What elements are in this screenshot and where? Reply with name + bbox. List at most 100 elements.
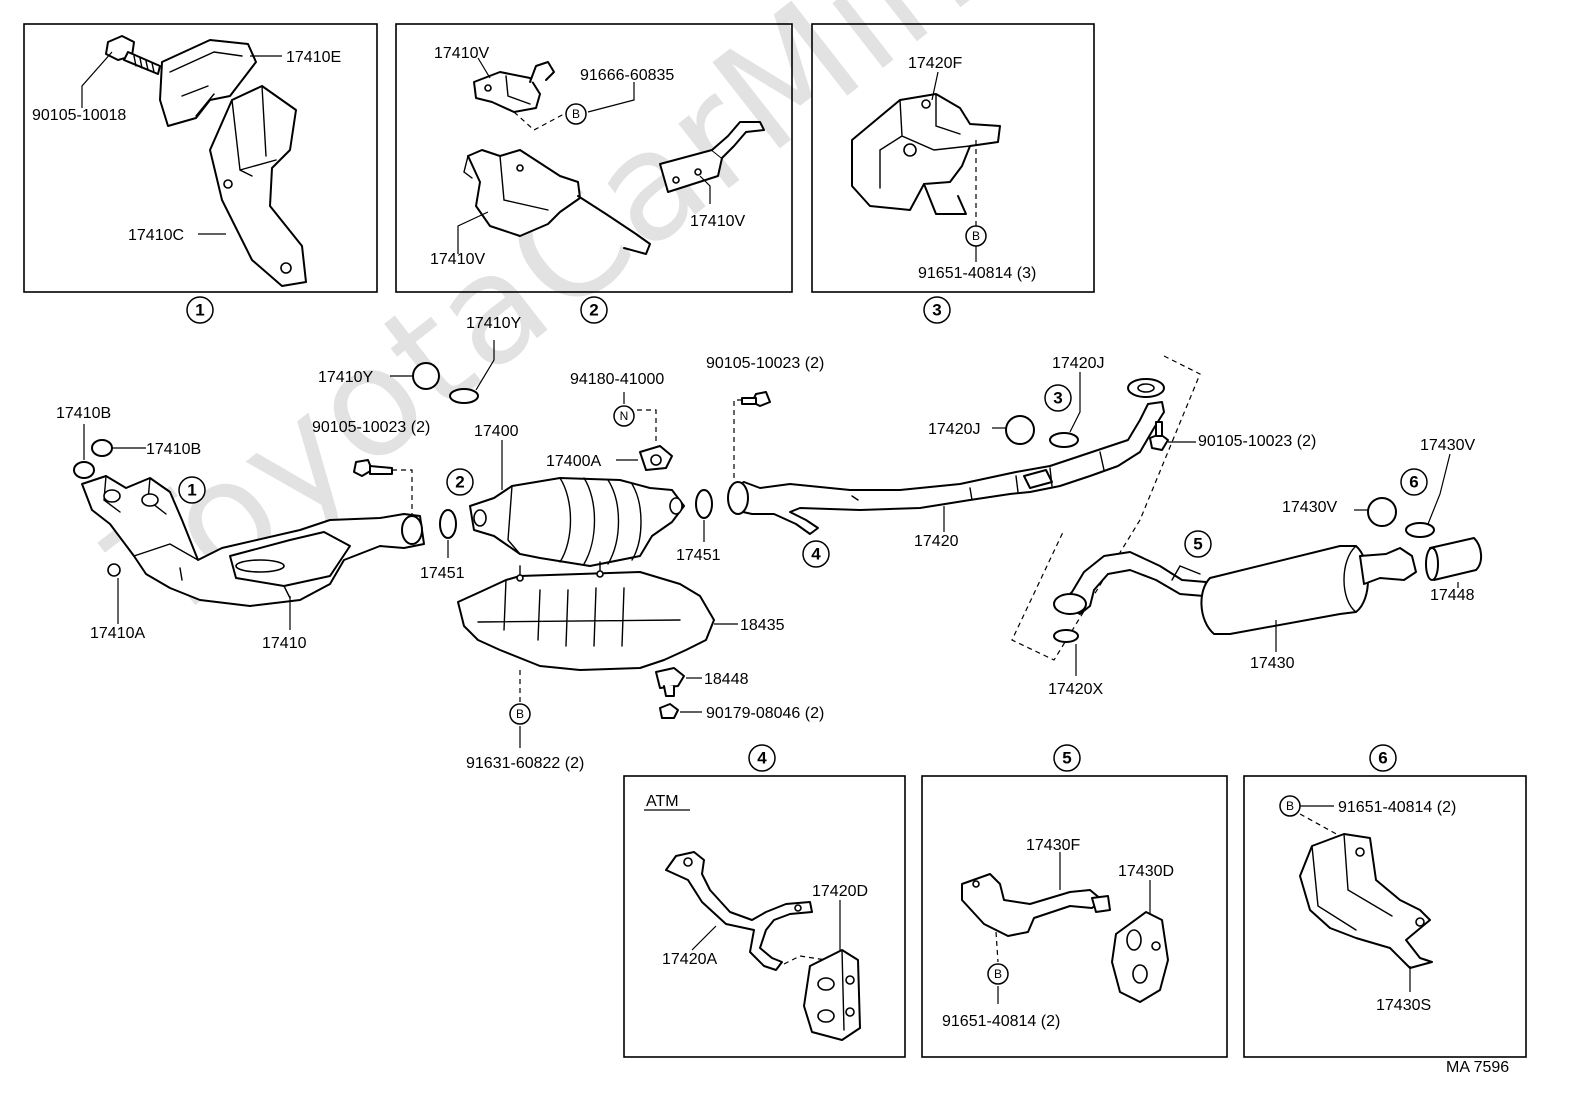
leader-17420A bbox=[691, 925, 717, 951]
gasket-17420J-b bbox=[1049, 432, 1079, 448]
bracket-17420A bbox=[665, 851, 813, 971]
gasket-17430V-a bbox=[1367, 497, 1397, 527]
bracket-17430S bbox=[1299, 833, 1433, 969]
svg-text:3: 3 bbox=[932, 301, 941, 320]
circle-number-1-top: 1 bbox=[186, 296, 214, 324]
label-17420X: 17420X bbox=[1048, 681, 1103, 698]
clamp-18448 bbox=[655, 667, 685, 697]
front-exhaust-pipe-17410 bbox=[81, 475, 425, 607]
label-17410Y-a: 17410Y bbox=[318, 369, 373, 386]
muffler-17430 bbox=[1053, 545, 1417, 635]
label-17430D: 17430D bbox=[1118, 863, 1174, 880]
leader-91666-60835 bbox=[587, 82, 635, 113]
label-91651-40814-inset6: 91651-40814 (2) bbox=[1338, 799, 1456, 816]
label-91651-40814-inset5: 91651-40814 (2) bbox=[942, 1013, 1060, 1030]
svg-text:6: 6 bbox=[1378, 749, 1387, 768]
label-17420D: 17420D bbox=[812, 883, 868, 900]
label-91651-40814-inset3: 91651-40814 (3) bbox=[918, 265, 1036, 282]
circle-number-6-main: 6 bbox=[1400, 468, 1428, 496]
label-17410C: 17410C bbox=[128, 227, 184, 244]
inset-frame-3 bbox=[811, 23, 1095, 293]
bracket-17430F bbox=[961, 873, 1111, 937]
svg-text:1: 1 bbox=[195, 301, 204, 320]
label-90105-10023-a: 90105-10023 (2) bbox=[312, 419, 430, 436]
stud-17400A bbox=[639, 445, 673, 471]
leader-17420F bbox=[931, 71, 939, 101]
label-17410A: 17410A bbox=[90, 625, 145, 642]
catalytic-converter-17400 bbox=[469, 477, 685, 567]
label-17430S: 17430S bbox=[1376, 997, 1431, 1014]
label-91666-60835: 91666-60835 bbox=[580, 67, 674, 84]
svg-text:N: N bbox=[620, 409, 629, 423]
rubber-hanger-17420D bbox=[803, 949, 861, 1041]
gasket-17410B-a bbox=[73, 461, 95, 479]
inset-frame-6 bbox=[1243, 775, 1527, 1058]
gasket-17451-b bbox=[695, 489, 713, 519]
svg-text:4: 4 bbox=[757, 749, 767, 768]
inset-frame-2 bbox=[395, 23, 793, 293]
circle-number-5-bottom: 5 bbox=[1053, 744, 1081, 772]
label-17420: 17420 bbox=[914, 533, 959, 550]
dash-17410V-bolt bbox=[513, 111, 565, 131]
inset-frame-1 bbox=[23, 23, 378, 293]
nut-90179-08046 bbox=[659, 703, 679, 719]
label-17451-b: 17451 bbox=[676, 547, 721, 564]
inset4-atm-label: ATM bbox=[646, 793, 679, 810]
gasket-17451-a bbox=[439, 509, 457, 539]
svg-text:2: 2 bbox=[455, 473, 464, 492]
bolt-90105-10023-c bbox=[1149, 421, 1169, 451]
label-17420A: 17420A bbox=[662, 951, 717, 968]
svg-text:5: 5 bbox=[1193, 535, 1202, 554]
circle-number-4-bottom: 4 bbox=[748, 744, 776, 772]
label-17410V-lower: 17410V bbox=[430, 251, 485, 268]
svg-text:B: B bbox=[516, 707, 524, 721]
circle-number-1-main: 1 bbox=[178, 476, 206, 504]
bracket-17410V-top bbox=[473, 61, 555, 113]
label-18448: 18448 bbox=[704, 671, 749, 688]
svg-text:B: B bbox=[994, 967, 1002, 981]
nut-17410A bbox=[107, 563, 121, 577]
circle-number-4-main: 4 bbox=[802, 540, 830, 568]
callout-b-inset6: B bbox=[1279, 795, 1301, 817]
label-17430V-b: 17430V bbox=[1420, 437, 1475, 454]
label-17430V-a: 17430V bbox=[1282, 499, 1337, 516]
label-90179-08046: 90179-08046 (2) bbox=[706, 705, 824, 722]
label-17410V-right: 17410V bbox=[690, 213, 745, 230]
dash-94180-41000 bbox=[623, 409, 657, 444]
label-17430F: 17430F bbox=[1026, 837, 1080, 854]
gasket-17430V-b bbox=[1405, 522, 1435, 538]
circle-number-6-bottom: 6 bbox=[1369, 744, 1397, 772]
svg-text:1: 1 bbox=[187, 481, 196, 500]
svg-text:B: B bbox=[1286, 799, 1294, 813]
label-17410V-top: 17410V bbox=[434, 45, 489, 62]
bracket-17410V-lower bbox=[463, 149, 651, 255]
label-17400: 17400 bbox=[474, 423, 519, 440]
label-17410B-a: 17410B bbox=[56, 405, 111, 422]
label-17410E: 17410E bbox=[286, 49, 341, 66]
label-91631-60822: 91631-60822 (2) bbox=[466, 755, 584, 772]
label-90105-10023-b: 90105-10023 (2) bbox=[706, 355, 824, 372]
inset-frame-4 bbox=[623, 775, 906, 1058]
dash-91651-40814-inset5 bbox=[995, 931, 999, 963]
leader-17410V-right bbox=[699, 175, 711, 204]
callout-b-inset3: B bbox=[965, 225, 987, 247]
bolt-90105-10023-b bbox=[741, 391, 771, 407]
label-18435: 18435 bbox=[740, 617, 785, 634]
tail-tip-17448 bbox=[1425, 537, 1482, 581]
bolt-90105-10018 bbox=[105, 35, 161, 75]
center-exhaust-pipe-17420 bbox=[727, 378, 1165, 535]
callout-b-inset2: B bbox=[565, 103, 587, 125]
svg-text:B: B bbox=[972, 229, 980, 243]
label-17420F: 17420F bbox=[908, 55, 962, 72]
label-90105-10023-c: 90105-10023 (2) bbox=[1198, 433, 1316, 450]
label-90105-10018: 90105-10018 bbox=[32, 107, 126, 124]
label-17430: 17430 bbox=[1250, 655, 1295, 672]
label-17410Y-b: 17410Y bbox=[466, 315, 521, 332]
label-17410B-b: 17410B bbox=[146, 441, 201, 458]
svg-text:B: B bbox=[572, 107, 580, 121]
callout-b-main: B bbox=[509, 703, 531, 725]
circle-number-2-main: 2 bbox=[446, 468, 474, 496]
circle-number-3-top: 3 bbox=[923, 296, 951, 324]
bracket-17410V-right bbox=[659, 121, 765, 193]
label-17420J-b: 17420J bbox=[1052, 355, 1105, 372]
